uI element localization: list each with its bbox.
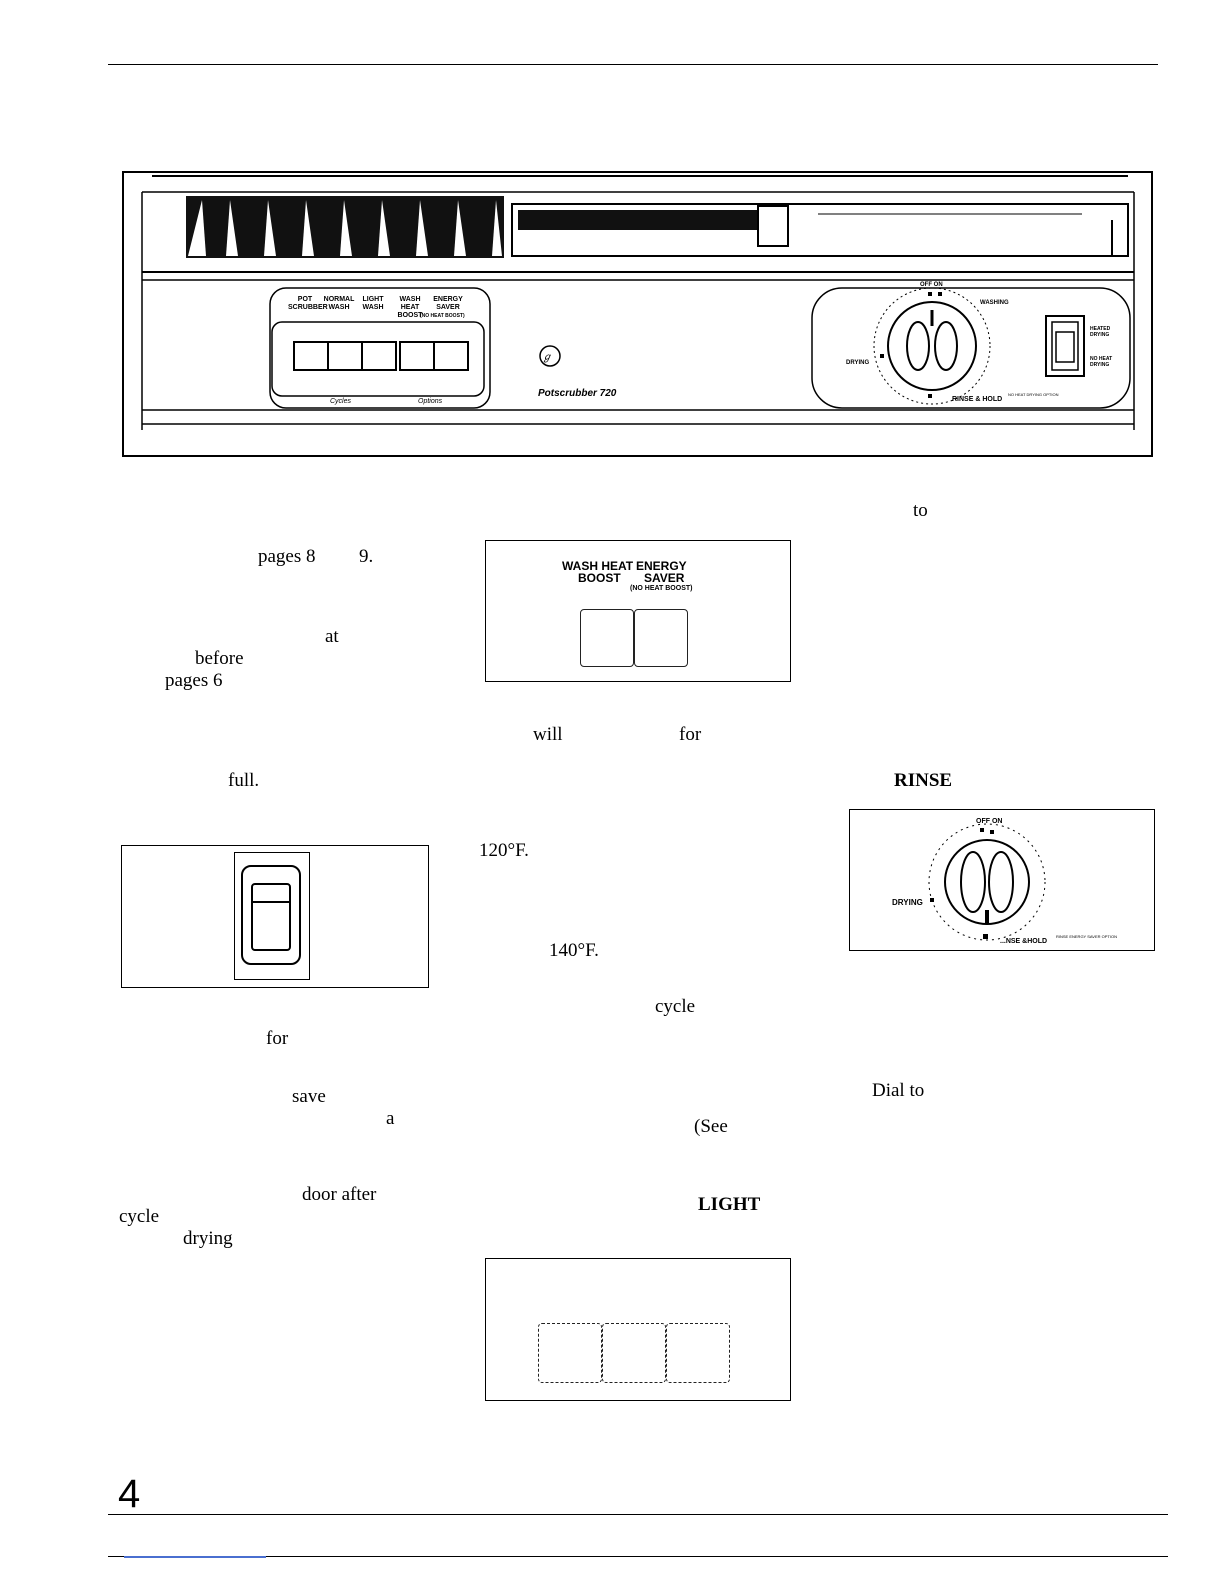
inset-energy: ENERGY <box>636 559 687 573</box>
frag-will: will <box>533 724 563 745</box>
frag-rinse: RINSE <box>894 770 953 791</box>
ge-logo: ℊ <box>542 352 552 363</box>
dial-inset-drying: DRYING <box>892 898 923 907</box>
dial-inset-rinse-hold: ...NSE &HOLD <box>1000 938 1048 945</box>
options-inset: WASH HEAT ENERGY BOOST SAVER (NO HEAT BO… <box>485 540 791 682</box>
option-label-wash-heat: WASH HEAT BOOST <box>397 296 423 319</box>
dial-inset-option: RINSE ENERGY SAVER OPTION <box>1056 934 1117 939</box>
dial-inset: OFF ON DRYING ...NSE &HOLD RINSE ENERGY … <box>849 809 1155 951</box>
cycles-caption: Cycles <box>330 398 352 405</box>
page-number: 4 <box>118 1472 141 1516</box>
cycle-label-normal: NORMAL WASH <box>323 296 355 311</box>
dial-drying: DRYING <box>846 360 870 366</box>
frag-140f: 140°F. <box>549 940 599 961</box>
dial-inset-off-on: OFF ON <box>976 818 1003 825</box>
footer-rule <box>108 1556 1168 1557</box>
inset-wash-heat: WASH HEAT <box>562 559 634 573</box>
frag-door-after: door after <box>302 1184 377 1205</box>
option-label-energy-saver: ENERGY SAVER <box>433 296 463 311</box>
switch-heated: HEATED DRYING <box>1090 326 1111 338</box>
energy-saver-button[interactable] <box>634 609 688 667</box>
frag-9: 9. <box>359 546 374 567</box>
frag-save: save <box>292 1086 326 1107</box>
cycles-inset <box>485 1258 791 1401</box>
switch-no-heat: NO HEAT DRYING <box>1090 356 1113 368</box>
frag-drying: drying <box>183 1228 233 1249</box>
frag-see: (See <box>694 1116 728 1137</box>
inset-saver: SAVER <box>644 571 685 585</box>
bottom-rule <box>108 1514 1168 1515</box>
top-rule <box>108 64 1158 65</box>
inset-boost: BOOST <box>578 571 621 585</box>
model-name: Potscrubber 720 <box>538 388 617 399</box>
dial-rinse-option: NO HEAT DRYING OPTION <box>1008 392 1059 397</box>
frag-a: a <box>386 1108 395 1129</box>
frag-pages-8: pages 8 <box>258 546 316 567</box>
panel-no-heat-boost: (NO HEAT BOOST) <box>420 313 465 319</box>
frag-dial-to: Dial to <box>872 1080 925 1101</box>
frag-to: to <box>913 500 928 521</box>
wash-heat-boost-button[interactable] <box>580 609 634 667</box>
options-caption: Options <box>418 398 443 405</box>
dial-off-on: OFF ON <box>920 282 943 288</box>
frag-cycle-2: cycle <box>655 996 696 1017</box>
inset-no-heat-boost: (NO HEAT BOOST) <box>630 585 693 592</box>
frag-light: LIGHT <box>698 1194 761 1215</box>
light-wash-button[interactable] <box>666 1323 730 1383</box>
control-panel-illustration: POT SCRUBBER NORMAL WASH LIGHT WASH WASH… <box>122 170 1154 458</box>
drying-switch-inset <box>121 845 429 988</box>
frag-120f: 120°F. <box>479 840 529 861</box>
normal-wash-button[interactable] <box>602 1323 666 1383</box>
frag-for-2: for <box>679 724 702 745</box>
frag-pages-6: pages 6 <box>165 670 223 691</box>
dial-rinse-hold: RINSE & HOLD <box>952 396 1003 403</box>
pot-scrubber-button[interactable] <box>538 1323 602 1383</box>
cycle-label-pot: POT SCRUBBER <box>288 296 328 311</box>
panel-frame <box>122 171 1153 457</box>
frag-for-1: for <box>266 1028 289 1049</box>
dial-knob[interactable] <box>850 810 1156 952</box>
frag-cycle-1: cycle <box>119 1206 160 1227</box>
rocker-switch[interactable] <box>234 852 310 980</box>
dial-washing: WASHING <box>980 300 1009 306</box>
frag-before: before <box>195 648 244 669</box>
frag-at: at <box>325 626 339 647</box>
cycle-label-light: LIGHT WASH <box>362 296 384 311</box>
footer-accent <box>124 1556 266 1558</box>
frag-full: full. <box>228 770 260 791</box>
